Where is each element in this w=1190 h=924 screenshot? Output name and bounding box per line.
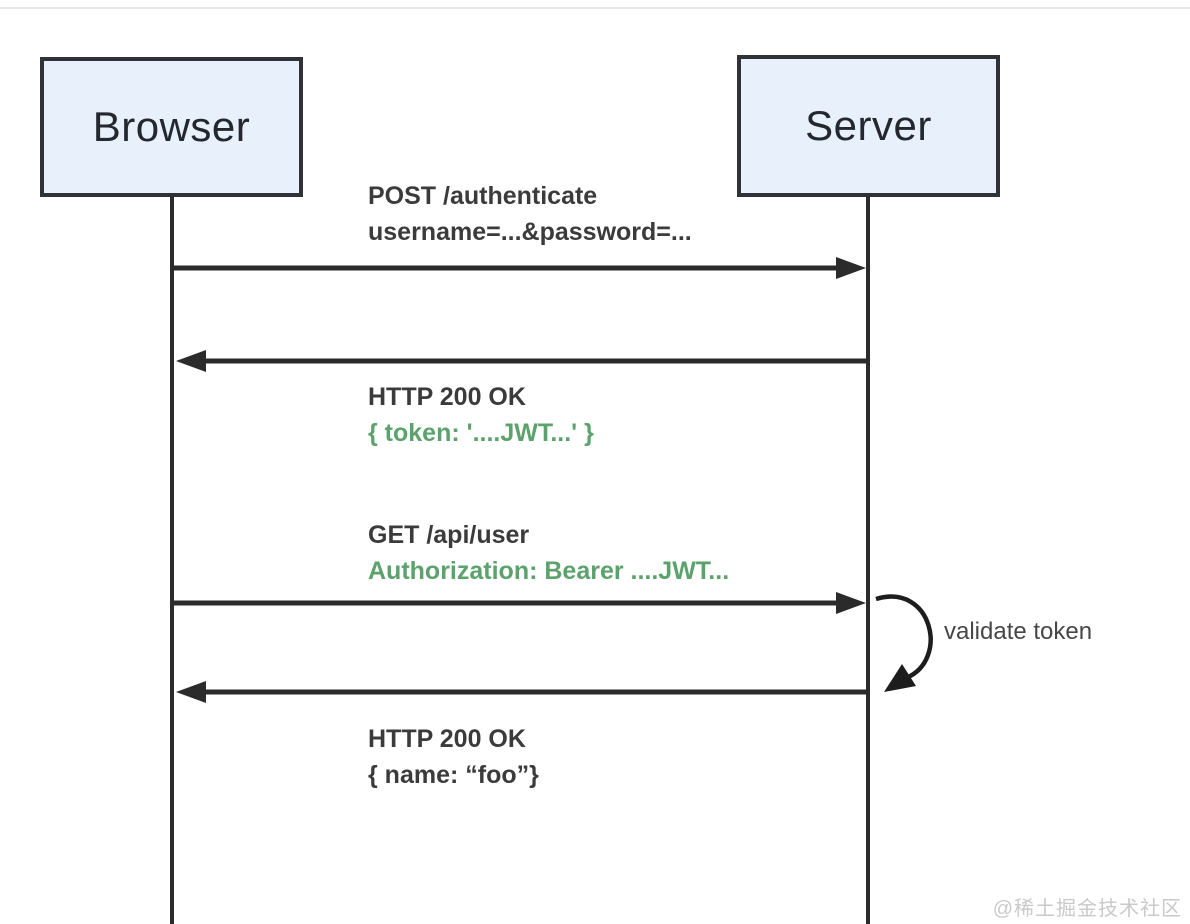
message-line: HTTP 200 OK: [368, 383, 526, 411]
arrowhead-left-1: [176, 350, 206, 372]
message-line-authorization: Authorization: Bearer ....JWT...: [368, 557, 730, 585]
arrowhead-loop: [884, 664, 916, 692]
message-http200-token: HTTP 200 OK { token: '....JWT...' }: [368, 379, 594, 451]
message-line: username=...&password=...: [368, 218, 692, 246]
arrowhead-right-2: [836, 592, 866, 614]
actor-label-browser: Browser: [92, 103, 251, 150]
message-line-token: { token: '....JWT...' }: [368, 419, 594, 447]
watermark-text: @稀土掘金技术社区: [992, 898, 1182, 920]
actor-label-server: Server: [805, 102, 932, 149]
actor-box-browser: Browser: [40, 57, 303, 197]
top-divider: [0, 7, 1190, 9]
message-line: { name: “foo”}: [368, 761, 539, 789]
message-line: GET /api/user: [368, 521, 530, 549]
message-line: POST /authenticate: [368, 182, 598, 210]
actor-box-server: Server: [737, 55, 1000, 197]
message-http200-name: HTTP 200 OK { name: “foo”}: [368, 721, 539, 793]
message-post-authenticate: POST /authenticate username=...&password…: [368, 178, 692, 250]
validate-token-loop: [875, 594, 933, 681]
validate-token-label: validate token: [944, 618, 1093, 645]
message-get-api-user: GET /api/user Authorization: Bearer ....…: [368, 517, 729, 589]
arrowhead-left-2: [176, 681, 206, 703]
message-line: HTTP 200 OK: [368, 725, 526, 753]
arrowhead-right-1: [836, 257, 866, 279]
